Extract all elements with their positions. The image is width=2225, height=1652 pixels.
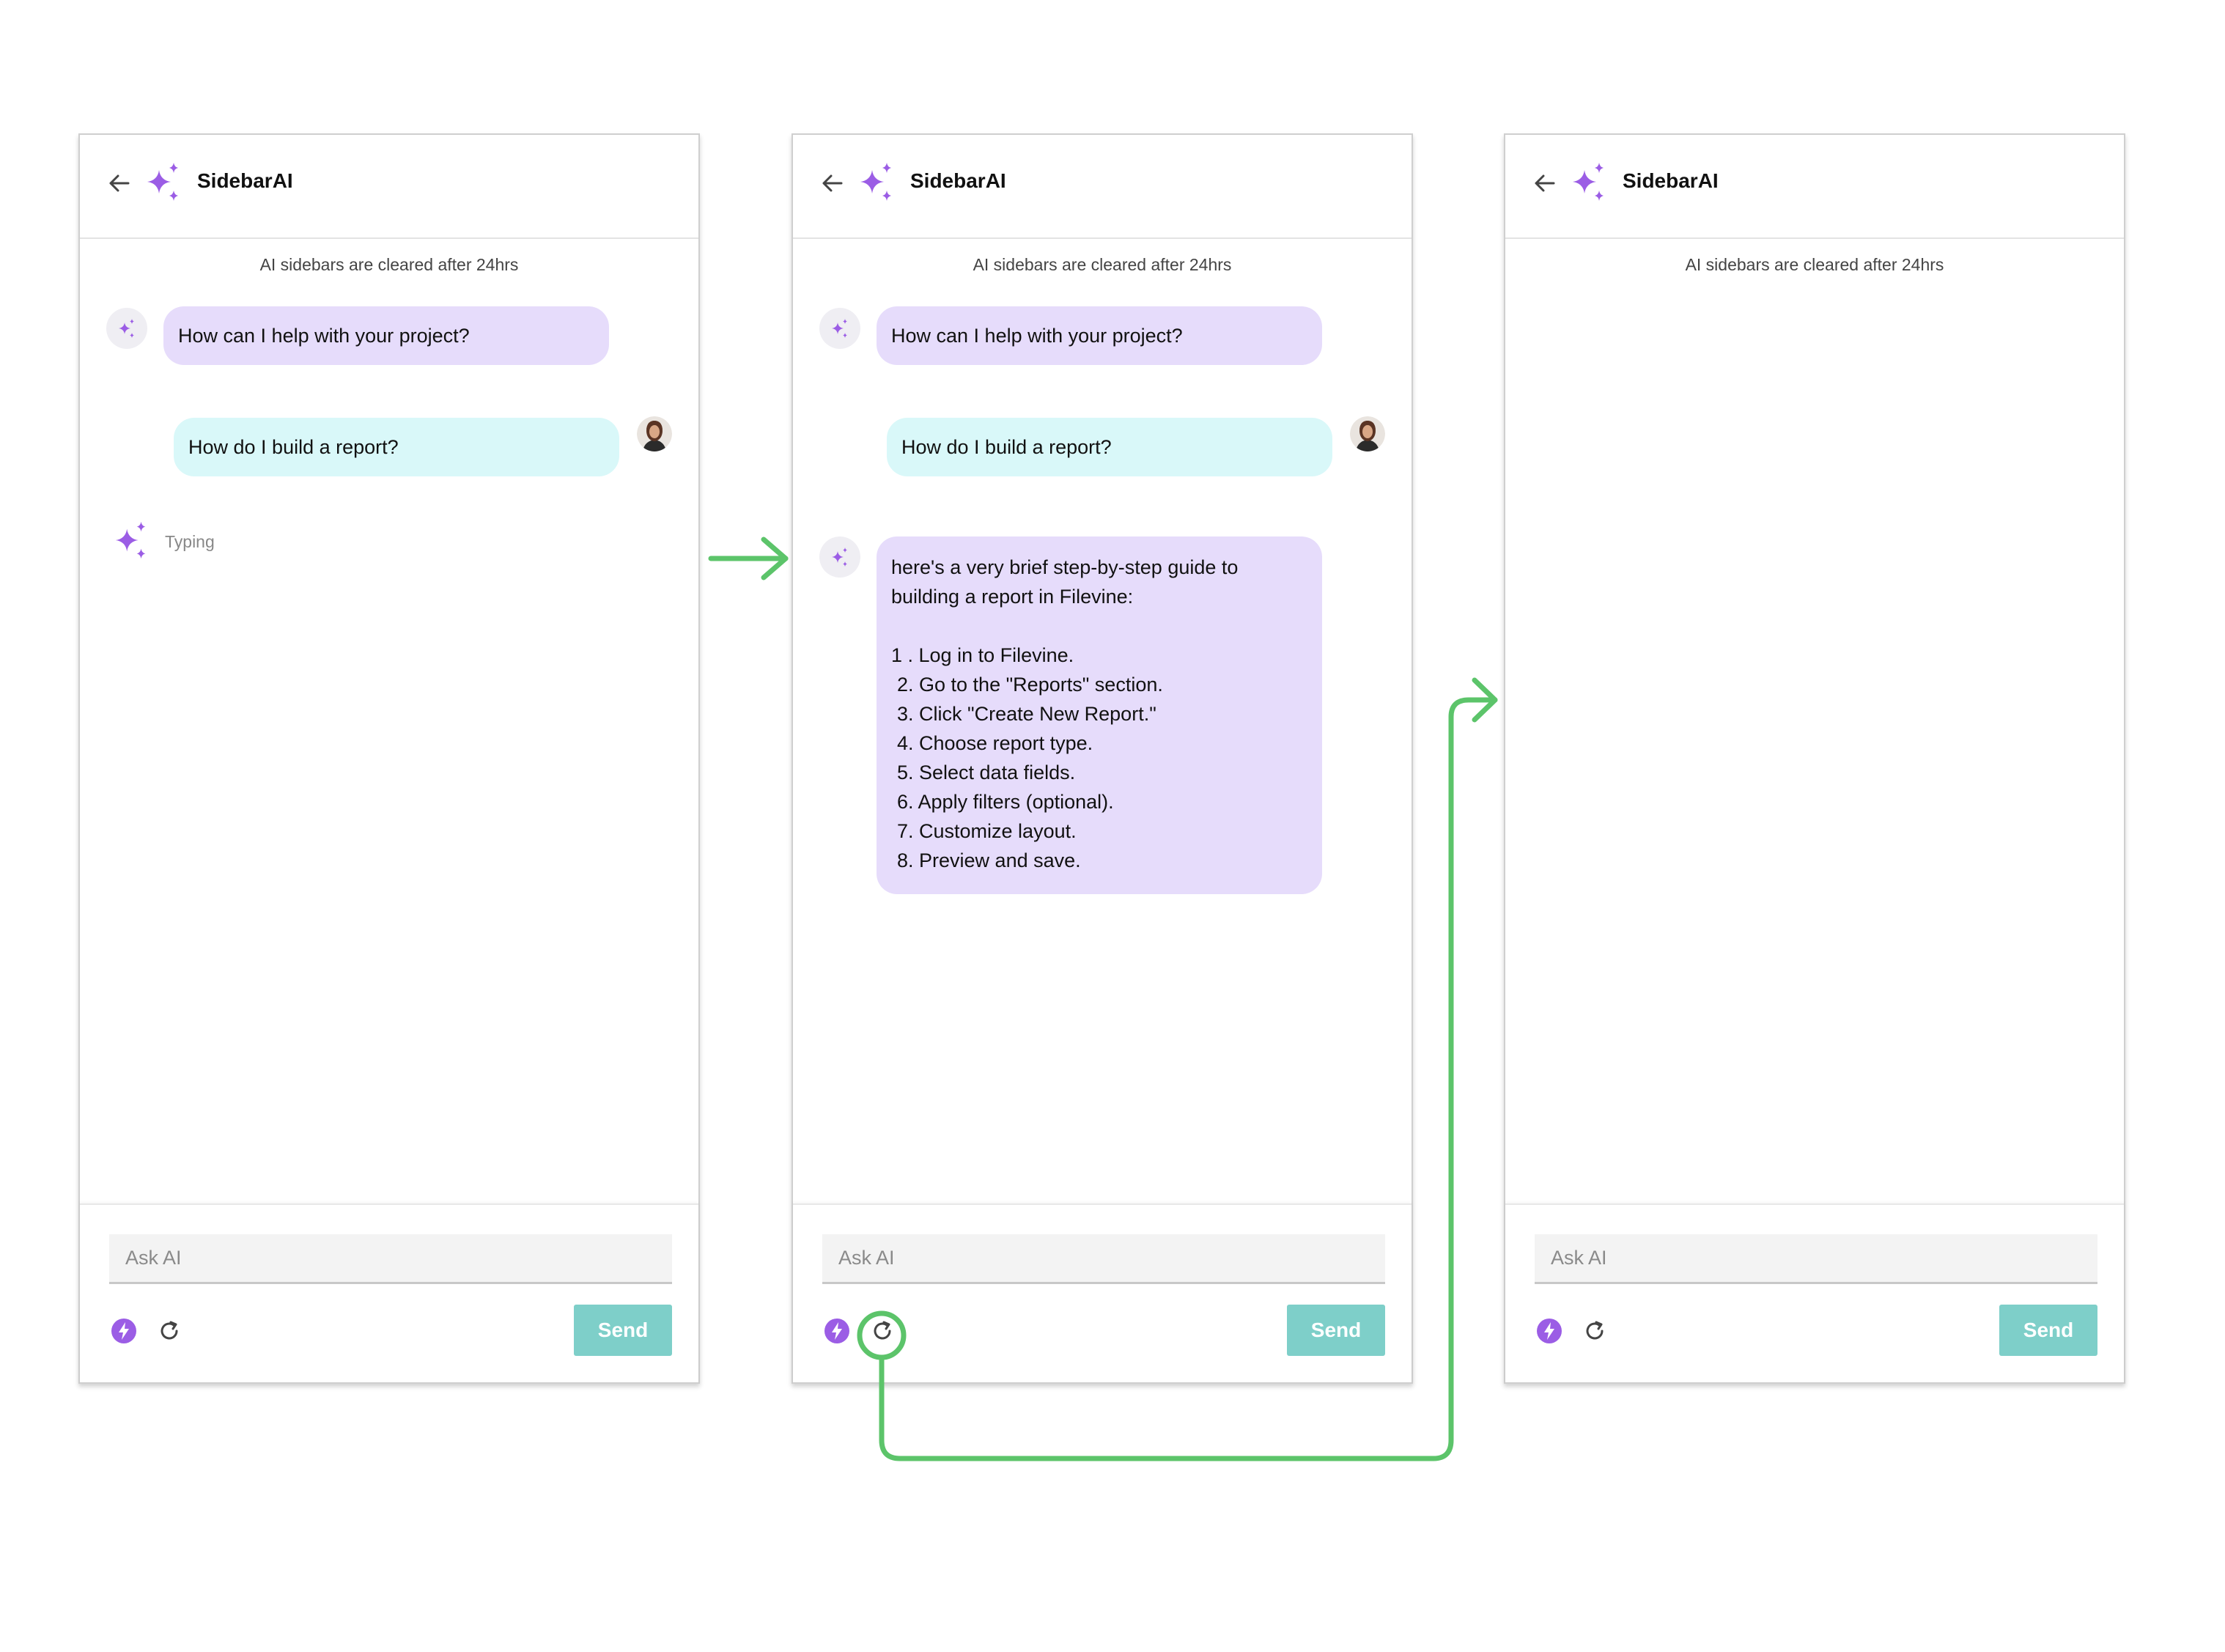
sparkles-icon	[830, 547, 850, 567]
ai-avatar	[106, 308, 147, 349]
refresh-icon[interactable]	[156, 1318, 182, 1344]
send-button[interactable]: Send	[574, 1305, 672, 1356]
sidebar-title: SidebarAI	[910, 169, 1006, 192]
user-message: How do I build a report?	[887, 418, 1332, 476]
back-arrow-icon[interactable]	[819, 170, 846, 196]
sparkles-icon	[112, 520, 150, 560]
chat-footer: Send	[793, 1203, 1412, 1385]
ai-avatar	[819, 536, 860, 578]
ai-message: How can I help with your project?	[163, 306, 609, 365]
chat-footer: Send	[80, 1203, 698, 1385]
back-arrow-icon[interactable]	[1532, 170, 1558, 196]
sidebar-panel-cleared: SidebarAI AI sidebars are cleared after …	[1504, 133, 2125, 1384]
answer-step: 2. Go to the "Reports" section.	[897, 674, 1163, 696]
answer-step: 1 . Log in to Filevine.	[891, 644, 1074, 666]
answer-step: 8. Preview and save.	[897, 849, 1081, 871]
sparkles-icon	[1570, 161, 1608, 202]
chat-footer: Send	[1505, 1203, 2124, 1385]
bolt-icon[interactable]	[824, 1318, 850, 1344]
sparkles-icon	[830, 318, 850, 339]
bolt-icon[interactable]	[1536, 1318, 1562, 1344]
sparkles-icon	[117, 318, 137, 339]
ask-ai-input[interactable]	[109, 1234, 672, 1284]
user-message: How do I build a report?	[174, 418, 619, 476]
ask-ai-input[interactable]	[822, 1234, 1385, 1284]
sidebar-panel-typing: SidebarAI AI sidebars are cleared after …	[78, 133, 700, 1384]
answer-step: 7. Customize layout.	[897, 820, 1077, 842]
sidebar-header: SidebarAI	[1505, 135, 2124, 239]
refresh-icon[interactable]	[869, 1318, 896, 1344]
back-arrow-icon[interactable]	[106, 170, 133, 196]
sidebar-title: SidebarAI	[197, 169, 293, 192]
clear-notice: AI sidebars are cleared after 24hrs	[973, 255, 1232, 274]
flow-arrow-1	[708, 536, 789, 580]
ai-avatar	[819, 308, 860, 349]
sparkles-icon	[857, 161, 896, 202]
send-button[interactable]: Send	[1287, 1305, 1385, 1356]
user-avatar	[637, 416, 672, 451]
sparkles-icon	[144, 161, 182, 202]
answer-step: 6. Apply filters (optional).	[897, 791, 1114, 813]
clear-notice: AI sidebars are cleared after 24hrs	[259, 255, 519, 274]
bolt-icon[interactable]	[111, 1318, 137, 1344]
sidebar-panel-answer: SidebarAI AI sidebars are cleared after …	[792, 133, 1413, 1384]
answer-step: 5. Select data fields.	[897, 762, 1076, 783]
ask-ai-input[interactable]	[1535, 1234, 2097, 1284]
answer-step: 4. Choose report type.	[897, 732, 1093, 754]
sidebar-header: SidebarAI	[80, 135, 698, 239]
answer-step: 3. Click "Create New Report."	[897, 703, 1156, 725]
ai-message: How can I help with your project?	[877, 306, 1322, 365]
sidebar-title: SidebarAI	[1623, 169, 1719, 192]
send-button[interactable]: Send	[1999, 1305, 2097, 1356]
refresh-icon[interactable]	[1582, 1318, 1608, 1344]
user-avatar	[1350, 416, 1385, 451]
ai-answer-message: here's a very brief step-by-step guide t…	[877, 536, 1322, 894]
answer-intro: here's a very brief step-by-step guide t…	[891, 556, 1239, 608]
typing-indicator: Typing	[165, 532, 215, 551]
clear-notice: AI sidebars are cleared after 24hrs	[1685, 255, 1944, 274]
sidebar-header: SidebarAI	[793, 135, 1412, 239]
